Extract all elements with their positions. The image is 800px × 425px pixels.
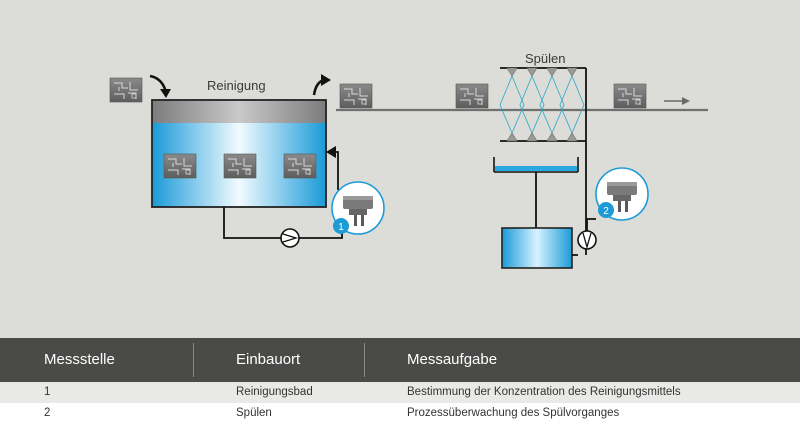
badge-2 [598,202,614,218]
spray-frame [500,67,587,255]
spray-nozzle-icon [566,67,578,77]
arrow-curved-up-icon [321,74,331,86]
pump-icon [280,228,300,248]
table-row: 2 Spülen Prozessüberwachung des Spülvorg… [0,403,800,424]
label-spuelen: Spülen [525,51,566,66]
cell-einbauort: Spülen [236,407,272,419]
cell-einbauort: Reinigungsbad [236,386,313,398]
part-icon [283,153,317,179]
pump-icon [577,230,597,250]
spray-nozzle-icon [506,132,518,142]
cell-messaufgabe: Bestimmung der Konzentration des Reinigu… [407,386,681,398]
part-icon [339,83,373,109]
arrow-right-icon [664,97,690,105]
arrow-left-icon [326,146,336,158]
header-divider [364,343,365,377]
header-messstelle: Messstelle [44,351,115,368]
arrow-curved-down-icon [160,89,171,98]
spray-nozzle-icon [506,67,518,77]
process-diagram: 1 2 Reinigung Spülen [0,0,800,338]
spray-nozzle-icon [566,132,578,142]
spray-nozzle-icon [526,132,538,142]
label-reinigung: Reinigung [207,78,266,93]
cleaning-tank [151,99,327,208]
part-icon [455,83,489,109]
part-icon [223,153,257,179]
cell-messstelle: 2 [44,407,51,419]
header-messaufgabe: Messaufgabe [407,351,498,368]
part-icon [109,77,143,103]
cell-messstelle: 1 [44,386,51,398]
spray-nozzle-icon [546,132,558,142]
part-icon [163,153,197,179]
header-einbauort: Einbauort [236,351,301,368]
badge-1 [333,218,349,234]
header-divider [193,343,194,377]
spray-jets [499,75,585,134]
spray-nozzle-icon [546,67,558,77]
rinse-tank [501,227,573,269]
spray-nozzle-icon [526,67,538,77]
diagram-graphics: 1 2 [109,67,708,269]
collection-tray [493,157,579,173]
table-row: 1 Reinigungsbad Bestimmung der Konzentra… [0,382,800,403]
badge-1-label: 1 [338,222,344,233]
measurement-table: Messstelle Einbauort Messaufgabe 1 Reini… [0,338,800,425]
table-header: Messstelle Einbauort Messaufgabe [0,338,800,382]
part-icon [613,83,647,109]
cell-messaufgabe: Prozessüberwachung des Spülvorganges [407,407,620,419]
badge-2-label: 2 [603,206,609,217]
